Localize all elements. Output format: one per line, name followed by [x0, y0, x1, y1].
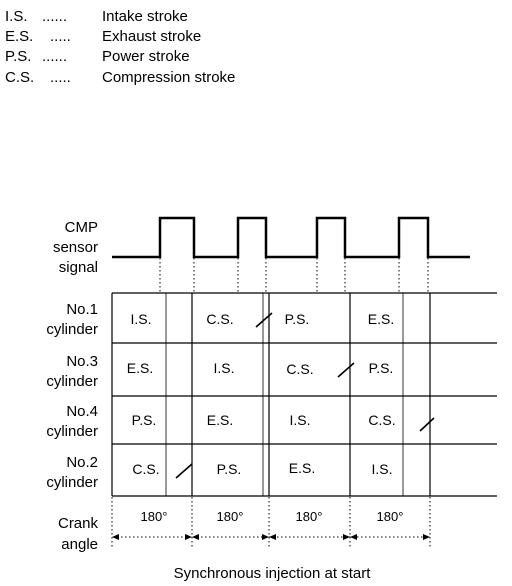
legend-text-exhaust: Exhaust stroke [102, 28, 201, 45]
signal-label: CMP sensor signal [53, 219, 98, 276]
signal-label-line-3: signal [59, 259, 98, 276]
legend-abbr-compression: C.S. [5, 69, 34, 86]
stroke-cell: E.S. [289, 460, 315, 476]
legend-dots-intake: ...... [42, 8, 67, 25]
cylinder-4-label-line-2: cylinder [46, 423, 98, 440]
diagram-caption: Synchronous injection at start [174, 565, 372, 582]
stroke-cell: C.S. [368, 412, 395, 428]
crank-angle-value: 180° [296, 509, 323, 524]
injection-mark [337, 362, 355, 378]
crank-label-line-2: angle [61, 536, 98, 553]
injection-mark [175, 463, 193, 479]
pulse-edge-guides [159, 258, 429, 293]
stroke-table: No.1 cylinder No.3 cylinder No.4 cylinde… [46, 292, 497, 497]
stroke-cell: C.S. [206, 311, 233, 327]
crank-angle-row: Crank angle 180° 180° 180° 180° [58, 497, 431, 553]
stroke-cell: E.S. [368, 311, 394, 327]
stroke-cell: I.S. [289, 412, 310, 428]
crank-angle-value: 180° [377, 509, 404, 524]
stroke-cell: I.S. [371, 461, 392, 477]
stroke-cell: P.S. [132, 412, 157, 428]
injection-mark [255, 312, 273, 328]
legend-text-compression: Compression stroke [102, 69, 235, 86]
crank-angle-value: 180° [141, 509, 168, 524]
crank-angle-value: 180° [217, 509, 244, 524]
stroke-cell: C.S. [132, 461, 159, 477]
stroke-cell: E.S. [207, 412, 233, 428]
stroke-cell: P.S. [369, 360, 394, 376]
cylinder-2-label-line-2: cylinder [46, 474, 98, 491]
legend-text-power: Power stroke [102, 48, 190, 65]
stroke-cell: P.S. [285, 311, 310, 327]
injection-mark [419, 417, 435, 432]
stroke-cell: I.S. [130, 311, 151, 327]
cylinder-1-label-line-1: No.1 [66, 301, 98, 318]
legend-abbr-exhaust: E.S. [5, 28, 33, 45]
signal-label-line-1: CMP [65, 219, 98, 236]
legend: I.S. ...... Intake stroke E.S. ..... Exh… [5, 8, 235, 86]
stroke-cell: C.S. [286, 361, 313, 377]
cylinder-3-label-line-1: No.3 [66, 353, 98, 370]
legend-text-intake: Intake stroke [102, 8, 188, 25]
cmp-signal-waveform [112, 216, 470, 259]
stroke-cell: P.S. [217, 461, 242, 477]
signal-label-line-2: sensor [53, 239, 98, 256]
legend-abbr-intake: I.S. [5, 8, 28, 25]
stroke-cell: E.S. [127, 360, 153, 376]
cylinder-3-label-line-2: cylinder [46, 373, 98, 390]
legend-abbr-power: P.S. [5, 48, 31, 65]
legend-dots-compression: ..... [50, 69, 71, 86]
cylinder-4-label-line-1: No.4 [66, 403, 98, 420]
legend-dots-exhaust: ..... [50, 28, 71, 45]
cylinder-2-label-line-1: No.2 [66, 454, 98, 471]
legend-dots-power: ...... [42, 48, 67, 65]
cylinder-1-label-line-2: cylinder [46, 321, 98, 338]
crank-label-line-1: Crank [58, 515, 99, 532]
stroke-cell: I.S. [213, 360, 234, 376]
